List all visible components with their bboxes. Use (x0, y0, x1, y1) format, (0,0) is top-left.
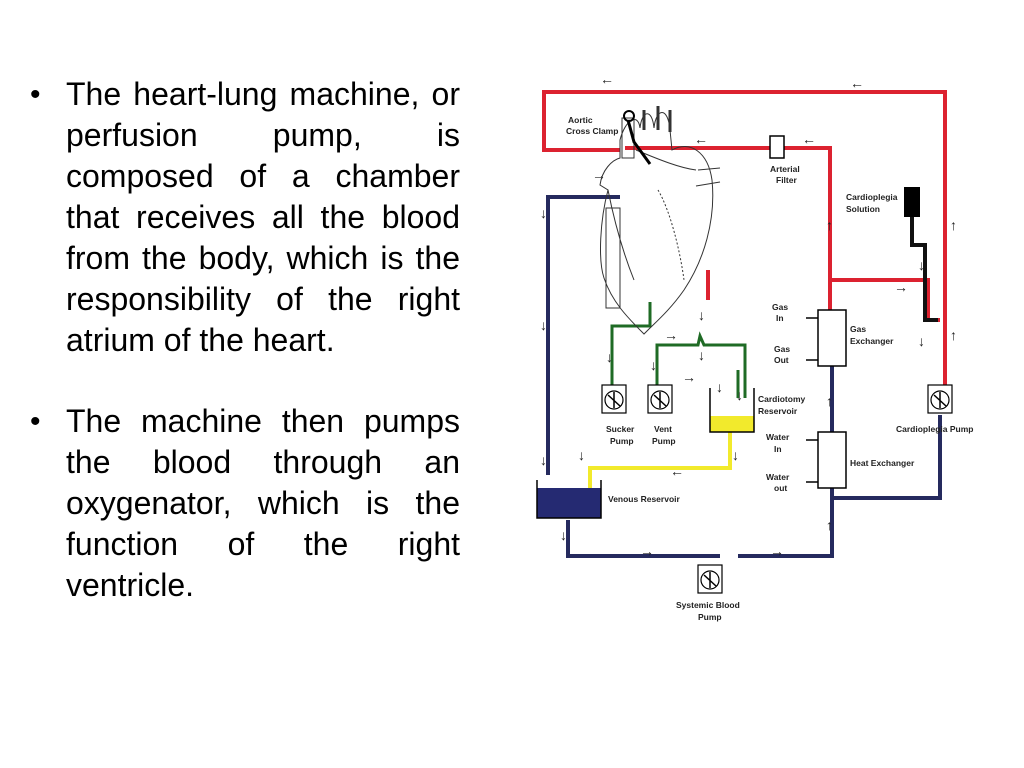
arterial-line (542, 90, 947, 390)
sucker-pump-icon (601, 384, 627, 414)
flow-arrows: ← ← ← ← → ↓ ↓ ↓ ↓ → → ↑ ↑ ↑ ↑ ↑ ↓ ↓ → ↓ … (540, 71, 957, 559)
arrow-right-icon: → (592, 167, 606, 183)
venous-line (546, 195, 942, 558)
arrow-left-icon: ← (670, 463, 684, 479)
water-out-label: out (774, 483, 787, 493)
diagram-labels: Aortic Cross Clamp Arterial Filter Cardi… (566, 115, 973, 622)
arrow-up-icon: ↑ (826, 517, 833, 533)
arrow-up-icon: ↑ (826, 217, 833, 233)
arrow-down-icon: ↓ (698, 307, 705, 323)
arrow-up-icon: ↑ (826, 393, 833, 409)
sucker-label: Sucker (606, 424, 635, 434)
arrow-down-icon: ↓ (578, 447, 585, 463)
bullet-marker: • (30, 405, 41, 438)
arrow-down-icon: ↓ (732, 447, 739, 463)
arrow-up-icon: ↑ (950, 327, 957, 343)
gas-exchanger-box (817, 309, 847, 367)
arrow-left-icon: ← (802, 131, 816, 147)
heat-exchanger-label: Heat Exchanger (850, 458, 915, 468)
cardioplegia-pump-icon (927, 384, 953, 414)
solution-label: Solution (846, 204, 880, 214)
systemic-blood-label: Systemic Blood (676, 600, 740, 610)
arrow-left-icon: ← (850, 75, 864, 91)
arrow-left-icon: ← (694, 131, 708, 147)
gas-out-label: Out (774, 355, 789, 365)
cardioplegia-solution-bag (904, 187, 920, 217)
arrow-right-icon: → (640, 543, 654, 559)
cardiotomy-reservoir (709, 388, 755, 433)
bullet-item: • The heart-lung machine, or perfusion p… (28, 74, 460, 361)
arrow-down-icon: ↓ (540, 452, 547, 468)
arrow-down-icon: ↓ (698, 347, 705, 363)
arrow-down-icon: ↓ (918, 333, 925, 349)
cross-clamp-icon (623, 110, 652, 165)
bullet-item: • The machine then pumps the blood throu… (28, 401, 460, 606)
cardioplegia-label: Cardioplegia (846, 192, 898, 202)
sucker-pump-label: Pump (610, 436, 634, 446)
arrow-down-icon: ↓ (716, 379, 723, 395)
gas-out-label: Gas (774, 344, 790, 354)
bullet-text: The machine then pumps the blood through… (66, 403, 460, 603)
arrow-left-icon: ← (600, 71, 614, 87)
cross-clamp-label: Cross Clamp (566, 126, 618, 136)
bullet-marker: • (30, 78, 41, 111)
arrow-down-icon: ↓ (540, 317, 547, 333)
vent-pump-icon (647, 384, 673, 414)
arrow-down-icon: ↓ (560, 527, 567, 543)
venous-reservoir-label: Venous Reservoir (608, 494, 681, 504)
gas-exchanger-label: Gas (850, 324, 866, 334)
cardiotomy-line (588, 432, 732, 490)
arrow-down-icon: ↓ (918, 257, 925, 273)
water-in-label: In (774, 444, 782, 454)
heart-lung-machine-diagram: ← ← ← ← → ↓ ↓ ↓ ↓ → → ↑ ↑ ↑ ↑ ↑ ↓ ↓ → ↓ … (536, 71, 973, 622)
gas-in-label: Gas (772, 302, 788, 312)
vent-line (610, 302, 747, 398)
arrow-up-icon: ↑ (950, 217, 957, 233)
arrow-right-icon: → (770, 543, 784, 559)
venous-reservoir (536, 480, 602, 519)
arterial-label: Arterial (770, 164, 800, 174)
heat-exchanger-box (817, 431, 847, 489)
arrow-down-icon: ↓ (540, 205, 547, 221)
arterial-filter (769, 135, 785, 159)
filter-label: Filter (776, 175, 797, 185)
cardiotomy-label: Cardiotomy (758, 394, 806, 404)
water-out-label: Water (766, 472, 790, 482)
reservoir-label: Reservoir (758, 406, 798, 416)
vent-pump-label: Pump (652, 436, 676, 446)
vent-label: Vent (654, 424, 672, 434)
cardioplegia-line (910, 215, 938, 322)
systemic-blood-pump-icon (697, 564, 723, 594)
arrow-right-icon: → (682, 369, 696, 385)
arrow-right-icon: → (664, 327, 678, 343)
bullet-text: The heart-lung machine, or perfusion pum… (66, 76, 460, 358)
bullet-list: • The heart-lung machine, or perfusion p… (28, 74, 460, 646)
aortic-label: Aortic (568, 115, 593, 125)
arrow-right-icon: → (894, 279, 908, 295)
gas-exchanger-label: Exchanger (850, 336, 894, 346)
water-in-label: Water (766, 432, 790, 442)
arrow-down-icon: ↓ (736, 387, 743, 403)
arrow-down-icon: ↓ (650, 357, 657, 373)
arrow-down-icon: ↓ (606, 349, 613, 365)
systemic-pump-label: Pump (698, 612, 722, 622)
cardioplegia-pump-label: Cardioplegia Pump (896, 424, 973, 434)
gas-in-label: In (776, 313, 784, 323)
